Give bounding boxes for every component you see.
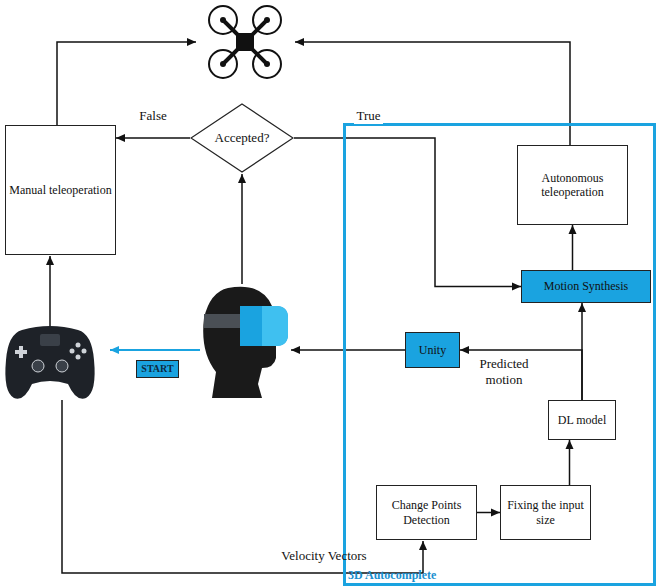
flow-label: Velocity Vectors	[262, 548, 386, 564]
node-label: Fixing the input size	[501, 498, 590, 527]
node-label: START	[140, 363, 174, 375]
process-box: Manual teleoperation	[5, 125, 116, 255]
region-title: 3D Autocomplete	[348, 568, 436, 582]
node-label: Manual teleoperation	[6, 183, 114, 197]
start-arrow	[110, 349, 200, 351]
process-box: Unity	[405, 332, 460, 368]
head-to-decision-arrow	[241, 174, 243, 284]
node-label: Unity	[416, 343, 449, 357]
connector	[572, 225, 574, 270]
node-label: Autonomous teleoperation	[518, 171, 627, 200]
node-label: Accepted?	[212, 130, 273, 146]
gamepad-icon	[5, 326, 94, 399]
autocomplete-region: Autonomous teleoperationMotion Synthesis…	[343, 123, 656, 586]
gamepad-to-manual-arrow	[49, 256, 51, 326]
process-box: Change Points Detection	[376, 485, 477, 540]
flow-label: Predicted motion	[466, 356, 542, 387]
edge-label: True	[354, 108, 382, 124]
node-label: DL model	[555, 413, 610, 427]
connector	[294, 138, 521, 287]
manual-to-drone-arrow	[57, 42, 196, 125]
connector	[477, 512, 500, 514]
velocity-vectors-line	[62, 400, 423, 573]
connector	[116, 137, 190, 139]
process-box: DL model	[548, 400, 616, 440]
node-label: Motion Synthesis	[541, 279, 631, 293]
decision-diamond: Accepted?	[190, 103, 294, 173]
unity-to-head-arrow	[291, 349, 405, 351]
process-box: Fixing the input size	[500, 485, 591, 540]
vr-head-icon	[203, 287, 288, 398]
drone-icon	[209, 6, 281, 78]
process-box: Motion Synthesis	[521, 270, 651, 303]
start-tag: START	[136, 360, 179, 378]
edge-label: False	[137, 108, 168, 124]
process-box: Autonomous teleoperation	[517, 145, 628, 225]
connector	[569, 440, 571, 485]
auto-to-drone-arrow	[295, 42, 570, 145]
node-label: Change Points Detection	[377, 498, 476, 527]
diamond-shape	[191, 104, 293, 172]
connector	[460, 350, 582, 400]
